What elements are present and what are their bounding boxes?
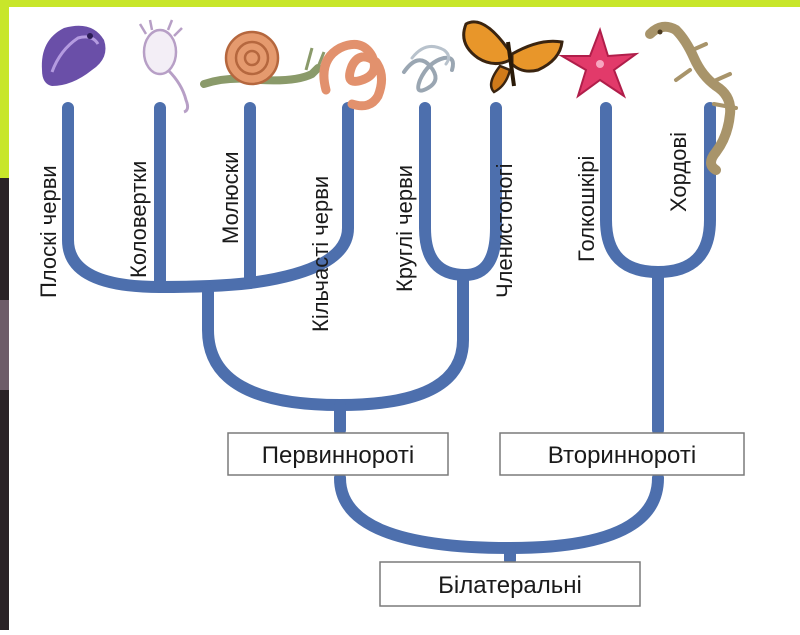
label-nematodes: Круглі черви xyxy=(392,165,417,292)
group-box-protostomes: Первинноротi xyxy=(228,433,448,475)
slide-photo-edge xyxy=(0,178,9,630)
branch-protostome-join xyxy=(208,275,463,405)
label-chordates: Хордові xyxy=(666,132,691,212)
label-echinoderms: Голкошкірі xyxy=(574,156,599,262)
snail-icon xyxy=(204,32,324,84)
slide-accent-bar-top xyxy=(0,0,800,7)
roundworm-icon xyxy=(404,46,453,90)
lizard-icon xyxy=(650,27,736,170)
branch-echinoderms-chordates xyxy=(606,108,710,272)
rotifer-icon xyxy=(140,20,188,112)
group-box-deuterostomes: Вториннороті xyxy=(500,433,744,475)
label-molluscs: Молюски xyxy=(218,151,243,244)
label-rotifers: Коловертки xyxy=(126,161,151,278)
slide-accent-bar-left xyxy=(0,0,9,180)
flatworm-icon xyxy=(42,26,106,86)
taxon-labels: Плоскі черви Коловертки Молюски Кільчаст… xyxy=(36,132,691,332)
branch-nematodes-arthropods xyxy=(425,108,496,275)
protostome-label: Первинноротi xyxy=(262,442,414,469)
starfish-icon xyxy=(562,30,636,96)
label-annelids: Кільчасті черви xyxy=(308,176,333,332)
tree-branches xyxy=(68,108,710,560)
branch-flatworms-annelids-clade xyxy=(68,108,348,287)
label-flatworms: Плоскі черви xyxy=(36,165,61,298)
label-arthropods: Членистоногі xyxy=(492,163,517,298)
deuterostome-label: Вториннороті xyxy=(548,442,696,469)
slide-photo-highlight xyxy=(0,300,9,390)
butterfly-icon xyxy=(464,22,562,92)
earthworm-icon xyxy=(324,44,382,105)
bilaterian-label: Білатеральні xyxy=(438,572,582,599)
group-box-bilaterians: Білатеральні xyxy=(380,562,640,606)
branch-bilaterian-join xyxy=(340,478,658,548)
